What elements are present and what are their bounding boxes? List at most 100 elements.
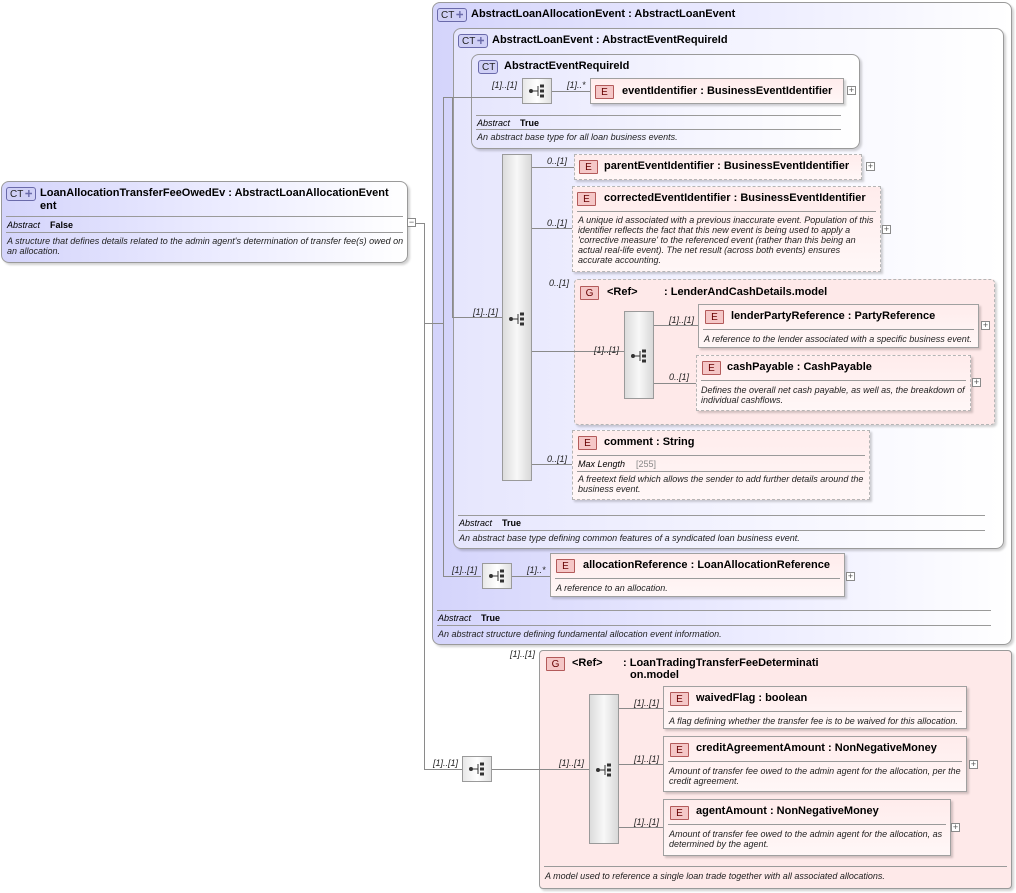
sequence-icon <box>631 349 646 363</box>
ct-badge: CT <box>458 34 489 48</box>
root-prop-value: False <box>50 220 74 230</box>
root-sequence[interactable] <box>462 756 492 782</box>
sequence-icon <box>509 312 524 326</box>
trade-group-card: [1]..[1] <box>510 649 536 659</box>
root-title: LoanAllocationTransferFeeOwedEv : Abstra… <box>40 187 389 199</box>
group-name: : LoanTradingTransferFeeDeterminati <box>623 657 819 669</box>
agent-card: [1]..[1] <box>634 817 660 827</box>
require-seq-card: [1]..[1] <box>492 80 518 90</box>
element-doc: A reference to the lender associated wit… <box>704 334 972 344</box>
credit-card: [1]..[1] <box>634 754 660 764</box>
element-badge: E <box>705 310 724 324</box>
element-doc: Defines the overall net cash payable, as… <box>701 385 965 405</box>
group-ref: <Ref> <box>572 657 603 669</box>
loan-seq-card: [1]..[1] <box>473 307 499 317</box>
alloc-seq-card: [1]..[1] <box>452 565 478 575</box>
alloc-sequence[interactable] <box>482 563 512 589</box>
ct-extension-icon <box>456 11 464 18</box>
waived-card: [1]..[1] <box>634 698 660 708</box>
element-badge: E <box>556 559 575 573</box>
group-ref: <Ref> <box>607 286 638 298</box>
alloc-prop-label: Abstract <box>438 613 472 623</box>
require-prop-value: True <box>520 118 540 128</box>
lender-seq-card: [1]..[1] <box>594 345 620 355</box>
lender-party-card: [1]..[1] <box>669 315 695 325</box>
root-collapse-button[interactable]: − <box>407 217 416 227</box>
sequence-icon <box>489 569 504 583</box>
element-badge: E <box>578 436 597 450</box>
ct-badge: CT <box>437 8 468 22</box>
group-doc: A model used to reference a single loan … <box>545 871 885 881</box>
loan-event-sequence[interactable] <box>502 154 532 481</box>
alloc-event-title: AbstractLoanAllocationEvent : AbstractLo… <box>471 8 736 20</box>
alloc-doc: An abstract structure defining fundament… <box>438 629 722 639</box>
trade-seq-card: [1]..[1] <box>559 758 585 768</box>
expand-button[interactable]: + <box>847 85 856 95</box>
comment-prop-label: Max Length <box>578 459 626 469</box>
expand-button[interactable]: + <box>981 320 990 330</box>
expand-button[interactable]: + <box>866 161 875 171</box>
element-badge: E <box>702 361 721 375</box>
ct-badge: CT <box>6 187 37 201</box>
allocation-reference-card: [1]..* <box>527 565 546 575</box>
element-doc: A reference to an allocation. <box>556 583 668 593</box>
expand-button[interactable]: + <box>969 759 978 769</box>
require-prop-label: Abstract <box>477 118 511 128</box>
expand-button[interactable]: + <box>882 224 891 234</box>
root-seq-card: [1]..[1] <box>433 758 459 768</box>
expand-button[interactable]: + <box>972 377 981 387</box>
root-base: : AbstractLoanAllocationEvent <box>228 187 389 199</box>
cash-payable-element[interactable]: E cashPayable : CashPayable Defines the … <box>696 355 971 411</box>
sequence-icon <box>469 762 484 776</box>
trade-sequence[interactable] <box>589 694 619 844</box>
corrected-event-identifier-element[interactable]: E correctedEventIdentifier : BusinessEve… <box>572 186 881 272</box>
expand-button[interactable]: + <box>846 571 855 581</box>
comment-prop-value: [255] <box>636 459 657 469</box>
comment-card: 0..[1] <box>547 454 568 464</box>
cash-payable-card: 0..[1] <box>669 372 690 382</box>
element-doc: A unique id associated with a previous i… <box>578 215 874 265</box>
require-doc: An abstract base type for all loan busin… <box>477 132 678 142</box>
group-name: : LenderAndCashDetails.model <box>664 286 828 298</box>
element-badge: E <box>579 160 598 174</box>
agent-amount-element[interactable]: E agentAmount : NonNegativeMoney Amount … <box>663 799 951 856</box>
sequence-icon <box>529 84 544 98</box>
parent-event-identifier-element[interactable]: E parentEventIdentifier : BusinessEventI… <box>574 154 862 180</box>
ct-extension-icon <box>25 190 33 197</box>
loan-prop-value: True <box>502 518 522 528</box>
require-id-sequence[interactable] <box>522 78 552 104</box>
element-badge: E <box>595 85 614 99</box>
sequence-icon <box>596 763 611 777</box>
element-badge: E <box>670 743 689 757</box>
corrected-card: 0..[1] <box>547 218 568 228</box>
root-prop-label: Abstract <box>7 220 41 230</box>
loan-event-title: AbstractLoanEvent : AbstractEventRequire… <box>492 34 728 46</box>
group-badge: G <box>580 286 599 300</box>
element-doc: Amount of transfer fee owed to the admin… <box>669 766 961 786</box>
element-badge: E <box>670 806 689 820</box>
lender-party-reference-element[interactable]: E lenderPartyReference : PartyReference … <box>698 304 979 348</box>
lender-group-card: 0..[1] <box>549 278 570 288</box>
credit-agreement-amount-element[interactable]: E creditAgreementAmount : NonNegativeMon… <box>663 736 967 792</box>
allocation-reference-element[interactable]: E allocationReference : LoanAllocationRe… <box>550 553 845 597</box>
alloc-prop-value: True <box>481 613 501 623</box>
element-doc: A freetext field which allows the sender… <box>578 474 864 494</box>
ct-badge: CT <box>478 60 498 74</box>
waived-flag-element[interactable]: E waivedFlag : boolean A flag defining w… <box>663 686 967 729</box>
element-badge: E <box>670 692 689 706</box>
event-identifier-card: [1]..* <box>567 80 586 90</box>
expand-button[interactable]: + <box>951 822 960 832</box>
event-identifier-element[interactable]: E eventIdentifier : BusinessEventIdentif… <box>590 78 844 104</box>
element-doc: Amount of transfer fee owed to the admin… <box>669 829 943 849</box>
element-badge: E <box>577 192 596 206</box>
ct-extension-icon <box>477 37 485 44</box>
loan-doc: An abstract base type defining common fe… <box>459 533 800 543</box>
comment-element[interactable]: E comment : String Max Length [255] A fr… <box>572 430 870 500</box>
require-id-title: AbstractEventRequireId <box>504 60 630 72</box>
root-name-cont: ent <box>40 200 57 212</box>
lender-sequence[interactable] <box>624 311 654 399</box>
root-complex-type[interactable]: CT LoanAllocationTransferFeeOwedEv : Abs… <box>1 181 408 263</box>
element-doc: A flag defining whether the transfer fee… <box>669 716 958 726</box>
loan-prop-label: Abstract <box>459 518 493 528</box>
parent-card: 0..[1] <box>547 156 568 166</box>
